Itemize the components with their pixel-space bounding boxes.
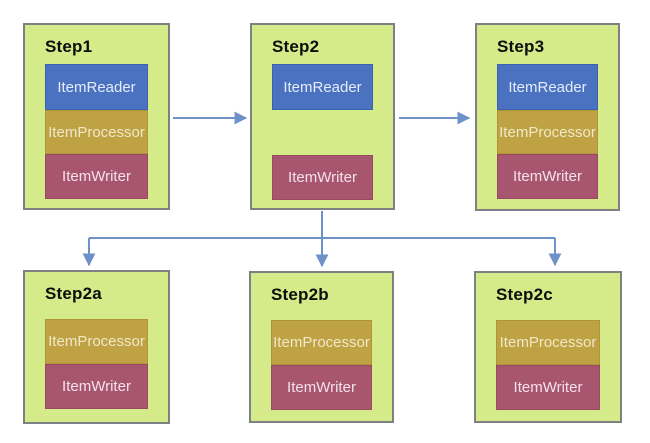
item-reader-block: ItemReader — [497, 64, 598, 110]
item-writer-block: ItemWriter — [497, 154, 598, 199]
item-processor-block: ItemProcessor — [271, 320, 372, 365]
item-writer-block: ItemWriter — [271, 365, 372, 410]
step-title: Step2b — [271, 285, 329, 304]
step-box-step2c: Step2c ItemProcessor ItemWriter — [474, 271, 622, 423]
step-title: Step3 — [497, 37, 545, 56]
step-box-step3: Step3 ItemReader ItemProcessor ItemWrite… — [475, 23, 620, 211]
step-title: Step2c — [496, 285, 553, 304]
step-title: Step2a — [45, 284, 102, 303]
item-writer-block: ItemWriter — [45, 364, 148, 409]
item-processor-block: ItemProcessor — [45, 319, 148, 364]
step-title: Step2 — [272, 37, 320, 56]
item-processor-block: ItemProcessor — [497, 110, 598, 154]
item-writer-block: ItemWriter — [272, 155, 373, 200]
item-reader-block: ItemReader — [272, 64, 373, 110]
step-box-step2: Step2 ItemReader ItemWriter — [250, 23, 395, 210]
item-writer-block: ItemWriter — [496, 365, 600, 410]
item-writer-block: ItemWriter — [45, 154, 148, 199]
step-title: Step1 — [45, 37, 93, 56]
item-processor-block: ItemProcessor — [496, 320, 600, 365]
step-box-step1: Step1 ItemReader ItemProcessor ItemWrite… — [23, 23, 170, 210]
step-box-step2b: Step2b ItemProcessor ItemWriter — [249, 271, 394, 423]
item-reader-block: ItemReader — [45, 64, 148, 110]
step-box-step2a: Step2a ItemProcessor ItemWriter — [23, 270, 170, 424]
item-processor-block: ItemProcessor — [45, 110, 148, 154]
